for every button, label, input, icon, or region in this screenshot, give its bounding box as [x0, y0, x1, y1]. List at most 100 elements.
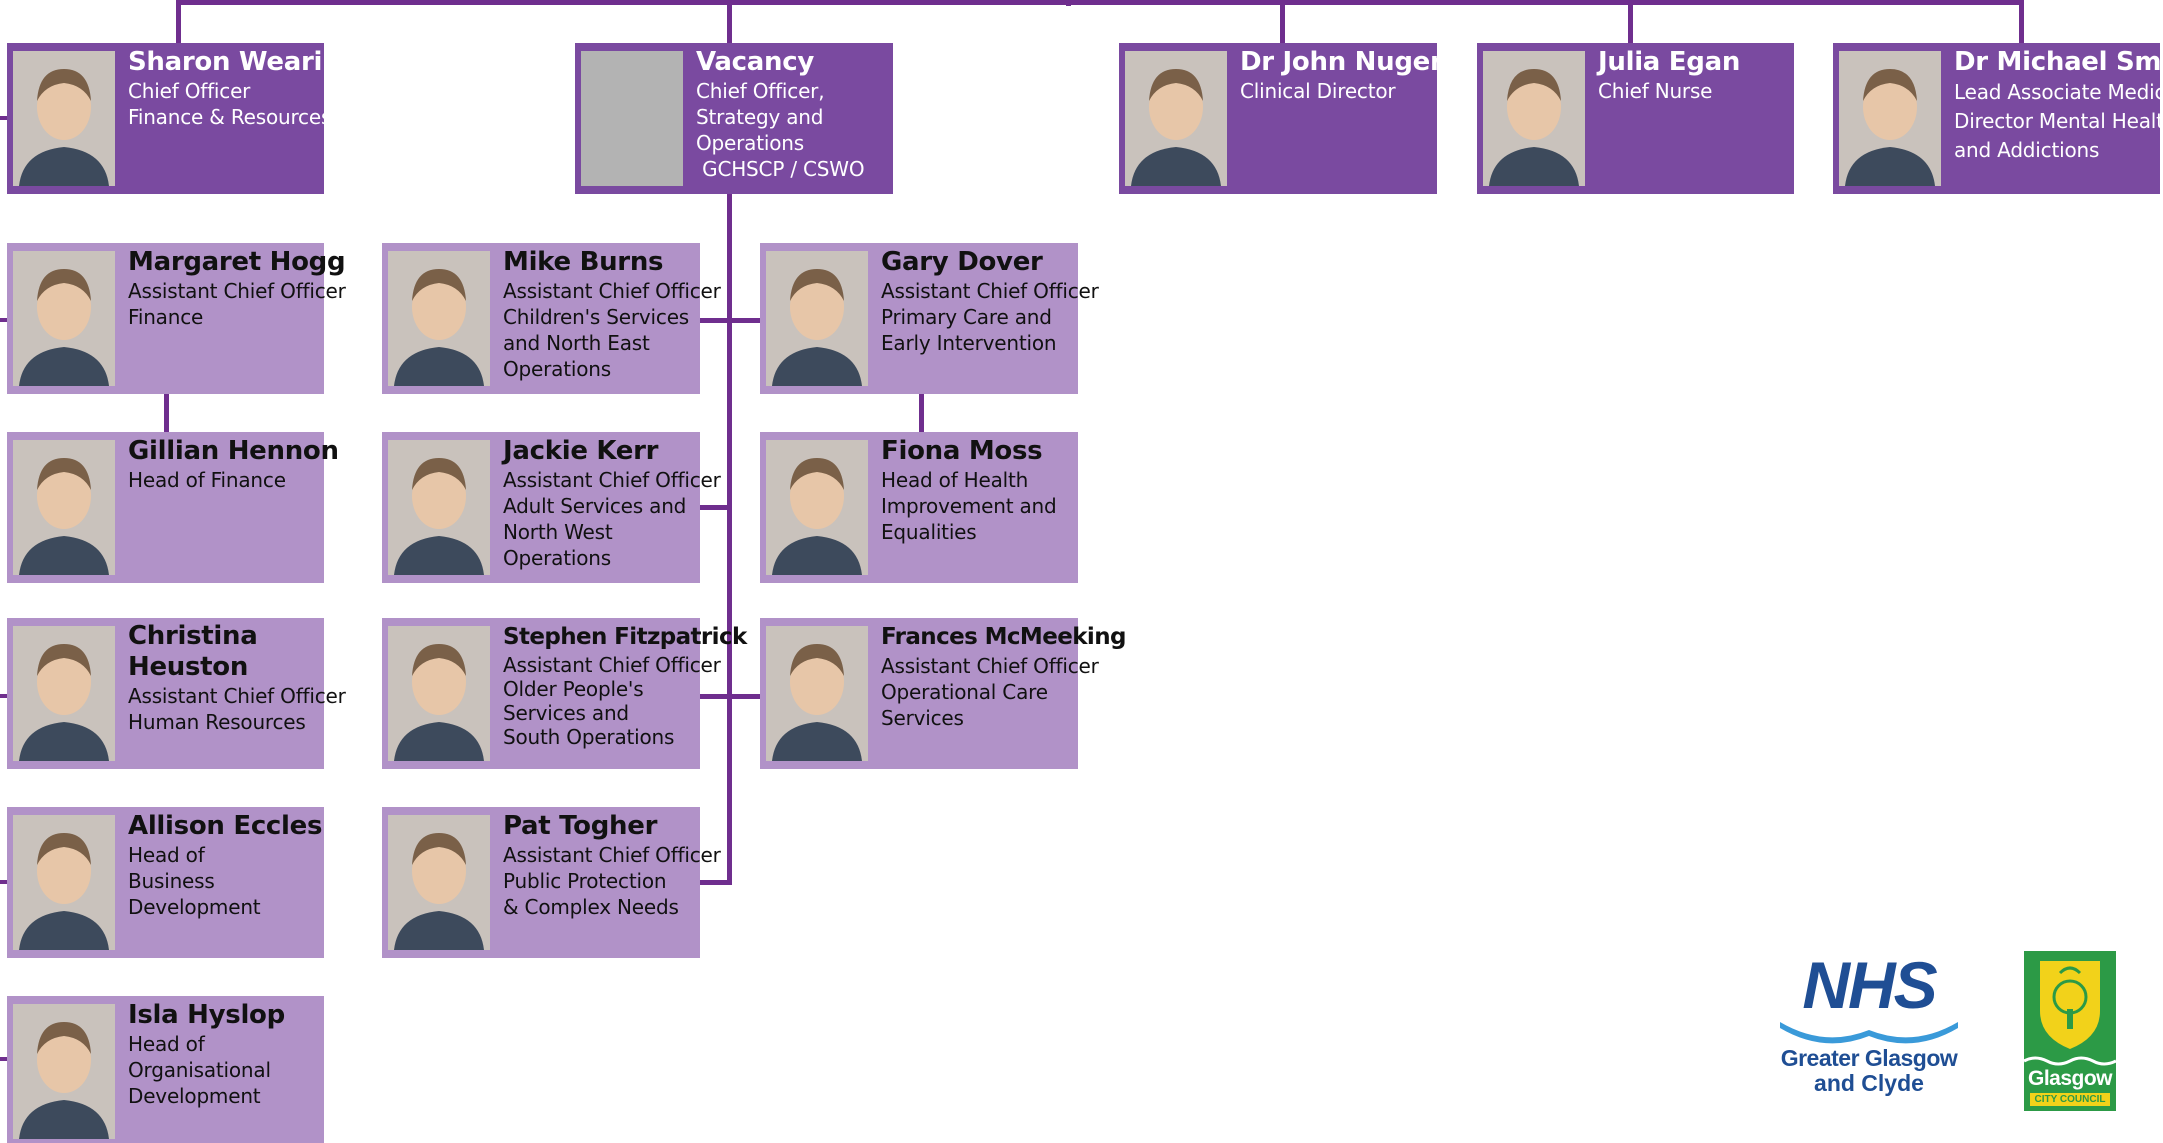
portrait-photo	[1125, 51, 1227, 186]
portrait-photo	[766, 626, 868, 761]
card-gillian-hennon: Gillian Hennon Head of Finance	[7, 432, 339, 583]
branch-line	[699, 694, 761, 699]
card-michael-smith: Dr Michael Smith Lead Associate Medical …	[1833, 43, 2163, 194]
glasgow-city-council-logo: Glasgow CITY COUNCIL	[2024, 951, 2116, 1111]
photo-slot	[13, 1004, 115, 1139]
card-frances-mcmeeking: Frances McMeeking Assistant Chief Office…	[760, 618, 1126, 769]
portrait-photo	[388, 440, 490, 575]
person-name: Gillian Hennon	[128, 436, 339, 466]
portrait-photo	[13, 251, 115, 386]
person-role: Assistant Chief Officer Primary Care and…	[881, 279, 1099, 355]
portrait-photo	[13, 440, 115, 575]
person-role: Head of Health Improvement and Equalitie…	[881, 468, 1057, 544]
left-stub-line	[0, 318, 7, 322]
person-role: Chief Officer, Strategy and Operations G…	[696, 79, 865, 181]
photo-slot	[388, 251, 490, 386]
nhs-logo-line2: and Clyde	[1814, 1070, 1924, 1096]
photo-slot	[13, 626, 115, 761]
photo-slot	[766, 251, 868, 386]
photo-slot	[388, 440, 490, 575]
card-margaret-hogg: Margaret Hogg Assistant Chief Officer Fi…	[7, 243, 346, 394]
person-role: Assistant Chief Officer Children's Servi…	[503, 279, 721, 381]
person-name: Allison Eccles	[128, 811, 323, 841]
person-name: Frances McMeeking	[881, 624, 1126, 650]
glasgow-subtitle: CITY COUNCIL	[2030, 1093, 2110, 1106]
portrait-photo	[13, 815, 115, 950]
left-stub-line	[0, 1057, 7, 1061]
person-role: Assistant Chief Officer Older People's S…	[503, 653, 721, 749]
drop-line	[176, 0, 181, 44]
person-role: Assistant Chief Officer Adult Services a…	[503, 468, 721, 570]
person-name: Pat Togher	[503, 811, 658, 841]
card-john-nugent: Dr John Nugent Clinical Director	[1119, 43, 1461, 194]
drop-line	[1280, 0, 1285, 44]
card-isla-hyslop: Isla Hyslop Head of Organisational Devel…	[7, 996, 324, 1143]
photo-slot	[766, 440, 868, 575]
person-role: Chief Officer Finance & Resources	[128, 79, 332, 129]
top-connector-line	[176, 0, 2024, 5]
person-name: Mike Burns	[503, 247, 664, 277]
branch-line	[699, 318, 761, 323]
portrait-photo	[388, 815, 490, 950]
person-role: Clinical Director	[1240, 79, 1396, 103]
person-role: Chief Nurse	[1598, 79, 1713, 103]
photo-slot	[1125, 51, 1227, 186]
person-role: Lead Associate Medical Director Mental H…	[1954, 80, 2163, 162]
card-jackie-kerr: Jackie Kerr Assistant Chief Officer Adul…	[382, 432, 721, 583]
person-role: Assistant Chief Officer Finance	[128, 279, 346, 329]
person-name: Vacancy	[696, 47, 814, 77]
card-mike-burns: Mike Burns Assistant Chief Officer Child…	[382, 243, 721, 394]
drop-line	[1628, 0, 1633, 44]
card-vacancy: Vacancy Chief Officer, Strategy and Oper…	[575, 43, 893, 194]
left-stub-line	[0, 880, 7, 884]
person-name: Dr John Nugent	[1240, 47, 1461, 77]
photo-slot	[766, 626, 868, 761]
portrait-photo	[766, 251, 868, 386]
card-gary-dover: Gary Dover Assistant Chief Officer Prima…	[760, 243, 1099, 394]
person-role: Head of Business Development	[128, 843, 261, 919]
portrait-photo	[388, 626, 490, 761]
person-name: Julia Egan	[1598, 47, 1741, 77]
glasgow-wordmark: Glasgow	[2027, 1067, 2113, 1090]
left-stub-line	[0, 116, 7, 120]
person-role: Assistant Chief Officer Public Protectio…	[503, 843, 721, 919]
person-name: Gary Dover	[881, 247, 1043, 277]
portrait-photo	[766, 440, 868, 575]
nhs-logo-mark: NHS	[1802, 948, 1937, 1022]
wave-icon	[2024, 1056, 2116, 1066]
portrait-photo	[13, 1004, 115, 1139]
card-allison-eccles: Allison Eccles Head of Business Developm…	[7, 807, 324, 958]
person-name: Christina Heuston	[128, 621, 258, 682]
person-role: Assistant Chief Officer Operational Care…	[881, 654, 1099, 730]
person-name: Sharon Wearing	[128, 47, 359, 77]
branch-line	[699, 880, 729, 885]
person-name: Isla Hyslop	[128, 1000, 285, 1030]
vacant-photo-placeholder	[581, 51, 683, 186]
portrait-photo	[1483, 51, 1585, 186]
card-sharon-wearing: Sharon Wearing Chief Officer Finance & R…	[7, 43, 359, 194]
wave-icon	[1780, 1022, 1958, 1044]
crest-icon	[2040, 961, 2100, 1049]
person-name: Margaret Hogg	[128, 247, 346, 277]
photo-slot	[13, 251, 115, 386]
nhs-logo-line1: Greater Glasgow	[1780, 1045, 1958, 1071]
photo-slot	[1483, 51, 1585, 186]
person-name: Jackie Kerr	[503, 436, 659, 466]
card-julia-egan: Julia Egan Chief Nurse	[1477, 43, 1794, 194]
portrait-photo	[13, 51, 115, 186]
branch-line	[699, 505, 729, 510]
portrait-photo	[13, 626, 115, 761]
card-pat-togher: Pat Togher Assistant Chief Officer Publi…	[382, 807, 721, 958]
person-name: Fiona Moss	[881, 436, 1043, 466]
portrait-photo	[388, 251, 490, 386]
card-stephen-fitzpatrick: Stephen Fitzpatrick Assistant Chief Offi…	[382, 618, 747, 769]
card-fiona-moss: Fiona Moss Head of Health Improvement an…	[760, 432, 1078, 583]
drop-line	[1066, 0, 1071, 6]
photo-slot	[1839, 51, 1941, 186]
photo-slot	[388, 815, 490, 950]
person-role: Assistant Chief Officer Human Resources	[128, 684, 346, 734]
person-name: Dr Michael Smith	[1954, 47, 2163, 77]
nhs-logo: NHS Greater Glasgow and Clyde	[1764, 950, 1974, 1100]
operations-trunk-line	[727, 193, 732, 885]
person-name: Stephen Fitzpatrick	[503, 624, 747, 650]
